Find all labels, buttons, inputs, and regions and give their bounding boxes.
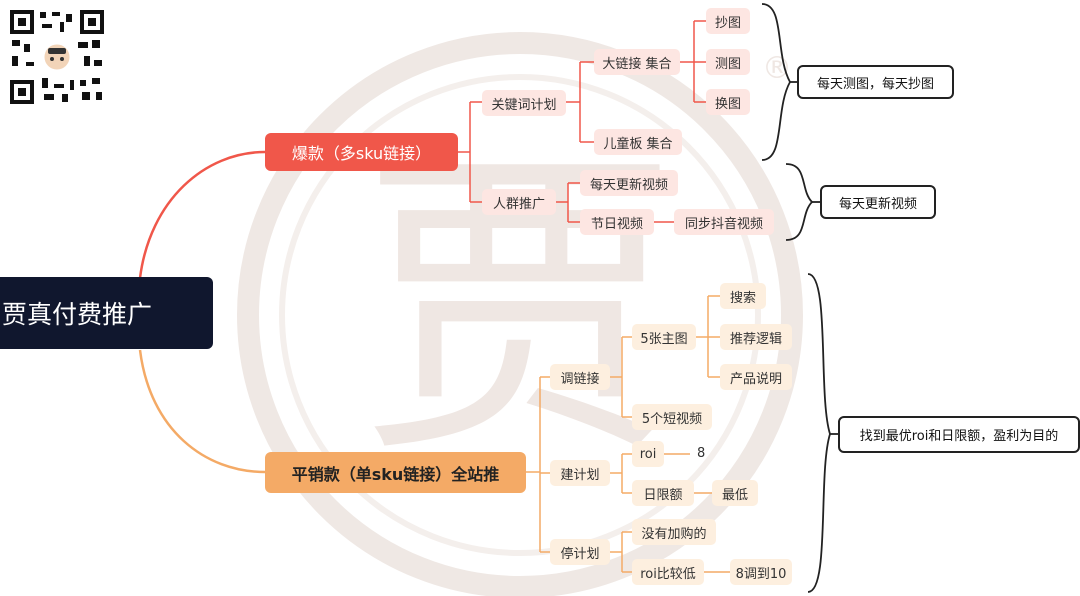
copy-image-node[interactable]: 抄图	[706, 8, 750, 34]
video-summary-note[interactable]: 每天更新视频	[820, 185, 936, 219]
daily-limit-node[interactable]: 日限额	[632, 480, 694, 506]
recommend-logic-node[interactable]: 推荐逻辑	[720, 324, 792, 350]
roi-value: 8	[697, 446, 706, 461]
regular-branch-label: 平销款（单sku链接）全站推	[291, 464, 500, 484]
regular-branch-node[interactable]: 平销款（单sku链接）全站推	[265, 452, 526, 493]
main-images-node[interactable]: 5张主图	[632, 324, 696, 350]
sync-douyin-node[interactable]: 同步抖音视频	[674, 209, 774, 235]
daily-video-node[interactable]: 每天更新视频	[580, 170, 678, 196]
adjust-link-node[interactable]: 调链接	[550, 364, 610, 390]
svg-text:®: ®	[762, 51, 792, 86]
daily-limit-value[interactable]: 最低	[712, 480, 758, 506]
search-node[interactable]: 搜索	[720, 283, 766, 309]
product-desc-node[interactable]: 产品说明	[720, 364, 792, 390]
kids-board-node[interactable]: 儿童板 集合	[594, 129, 682, 155]
low-roi-value[interactable]: 8调到10	[730, 559, 792, 585]
images-summary-note[interactable]: 每天测图，每天抄图	[797, 65, 954, 99]
change-image-node[interactable]: 换图	[706, 89, 750, 115]
qr-code	[8, 8, 106, 106]
stop-plan-node[interactable]: 停计划	[550, 539, 610, 565]
low-roi-node[interactable]: roi比较低	[632, 559, 704, 585]
root-label: 贾真付费推广	[2, 300, 153, 329]
test-image-node[interactable]: 测图	[706, 49, 750, 75]
root-node[interactable]: 贾真付费推广	[0, 277, 213, 349]
roi-node[interactable]: roi	[632, 441, 664, 467]
hot-branch-node[interactable]: 爆款（多sku链接）	[265, 133, 458, 171]
keyword-plan-node[interactable]: 关键词计划	[482, 90, 566, 116]
holiday-video-node[interactable]: 节日视频	[580, 209, 654, 235]
short-videos-node[interactable]: 5个短视频	[632, 404, 712, 430]
crowd-promo-node[interactable]: 人群推广	[482, 189, 556, 215]
hot-branch-label: 爆款（多sku链接）	[291, 144, 432, 163]
build-plan-node[interactable]: 建计划	[550, 460, 610, 486]
goal-summary-note[interactable]: 找到最优roi和日限额，盈利为目的	[838, 416, 1080, 453]
big-link-node[interactable]: 大链接 集合	[594, 49, 680, 75]
no-cart-node[interactable]: 没有加购的	[632, 519, 716, 545]
